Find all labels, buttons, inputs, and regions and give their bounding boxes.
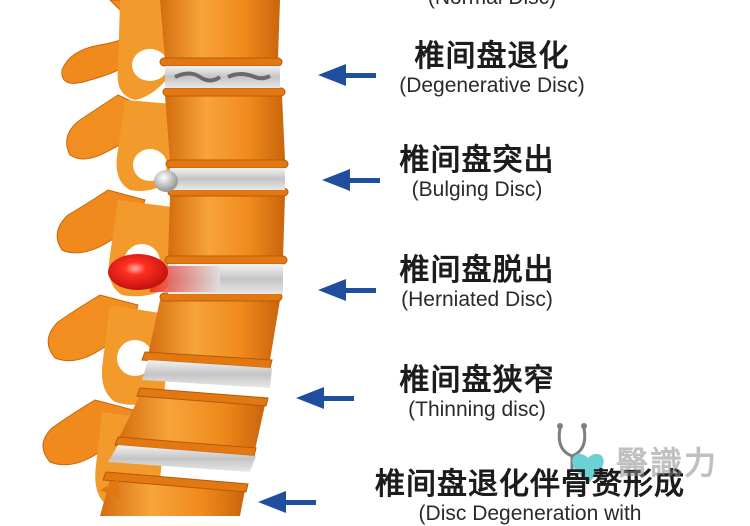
thinning-disc (142, 360, 272, 388)
arrow-icon (318, 64, 376, 86)
arrow-icon (318, 279, 376, 301)
label-zh: 椎间盘脱出 (399, 253, 555, 288)
arrow-icon (296, 387, 354, 409)
watermark-logo (557, 423, 604, 484)
label-en: (Disc Degeneration with (418, 502, 642, 525)
foramen (117, 340, 153, 376)
osteophyte-disc (108, 445, 256, 472)
label-degenerative: 椎间盘退化 (Degenerative Disc) (372, 40, 612, 98)
bulging-disc (170, 168, 285, 190)
normal-disc-label: (Normal Disc) (372, 0, 612, 10)
bulge (154, 170, 178, 192)
label-en: (Thinning disc) (408, 398, 546, 421)
heart-icon (572, 453, 604, 484)
label-en: (Degenerative Disc) (399, 74, 585, 97)
label-zh: 椎间盘突出 (399, 143, 555, 178)
arrow-icon (322, 169, 380, 191)
label-thinning: 椎间盘狭窄 (Thinning disc) (372, 364, 582, 422)
discs (100, 66, 285, 500)
label-en: (Bulging Disc) (411, 178, 543, 201)
stethoscope-icon (557, 427, 587, 458)
label-bulging: 椎间盘突出 (Bulging Disc) (372, 144, 582, 202)
degenerative-disc (165, 66, 280, 88)
pointer-arrows (258, 64, 380, 513)
label-herniated: 椎间盘脱出 (Herniated Disc) (372, 254, 582, 312)
foramen (132, 49, 168, 81)
label-zh: 椎间盘退化伴骨赘形成 (375, 467, 685, 502)
label-en: (Herniated Disc) (401, 288, 553, 311)
herniation (108, 254, 168, 290)
watermark-text: 醫識力 (616, 444, 719, 482)
endplates (102, 57, 289, 493)
label-zh: 椎间盘退化 (414, 39, 570, 74)
label-zh: 椎间盘狭窄 (399, 363, 555, 398)
arrow-icon (258, 491, 316, 513)
